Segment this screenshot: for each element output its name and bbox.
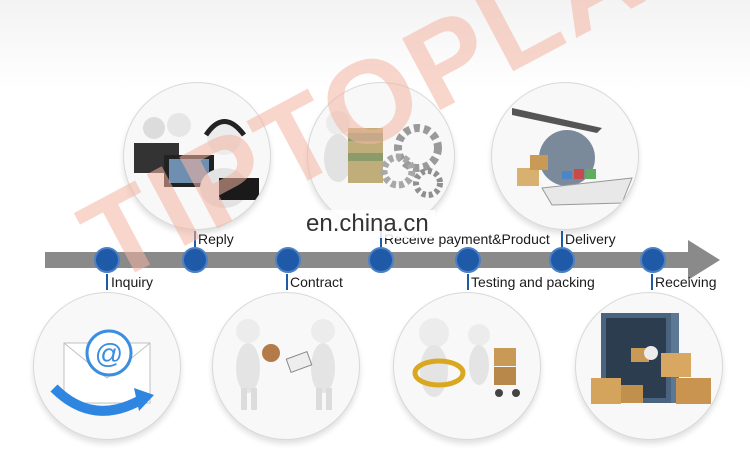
label-testing: Testing and packing: [471, 274, 595, 290]
tick-reply: [194, 231, 196, 247]
top-background: [0, 0, 750, 90]
label-receiving: Receiving: [655, 274, 717, 290]
call-center-illustration: [123, 82, 271, 230]
step-dot-reply: [182, 247, 208, 273]
tick-delivery: [561, 231, 563, 247]
step-dot-receiving: [640, 247, 666, 273]
step-dot-contract: [275, 247, 301, 273]
email-illustration: @: [33, 292, 181, 440]
step-dot-inquiry: [94, 247, 120, 273]
tick-receive-payment: [380, 231, 382, 247]
testing-illustration: [393, 292, 541, 440]
label-reply: Reply: [198, 231, 234, 247]
step-dot-testing: [455, 247, 481, 273]
label-delivery: Delivery: [565, 231, 616, 247]
label-inquiry: Inquiry: [111, 274, 154, 290]
shipping-illustration: [491, 82, 639, 230]
step-dot-receive-payment: [368, 247, 394, 273]
tick-inquiry: [106, 274, 108, 290]
site-watermark: en.china.cn: [300, 210, 435, 238]
step-dot-delivery: [549, 247, 575, 273]
tick-testing: [467, 274, 469, 290]
tick-receiving: [651, 274, 653, 290]
payment-gears-illustration: [307, 82, 455, 230]
tick-contract: [286, 274, 288, 290]
timeline-arrow-head: [688, 240, 720, 280]
receiving-illustration: [575, 292, 723, 440]
label-contract: Contract: [290, 274, 343, 290]
svg-text:@: @: [95, 338, 123, 369]
handshake-illustration: [212, 292, 360, 440]
